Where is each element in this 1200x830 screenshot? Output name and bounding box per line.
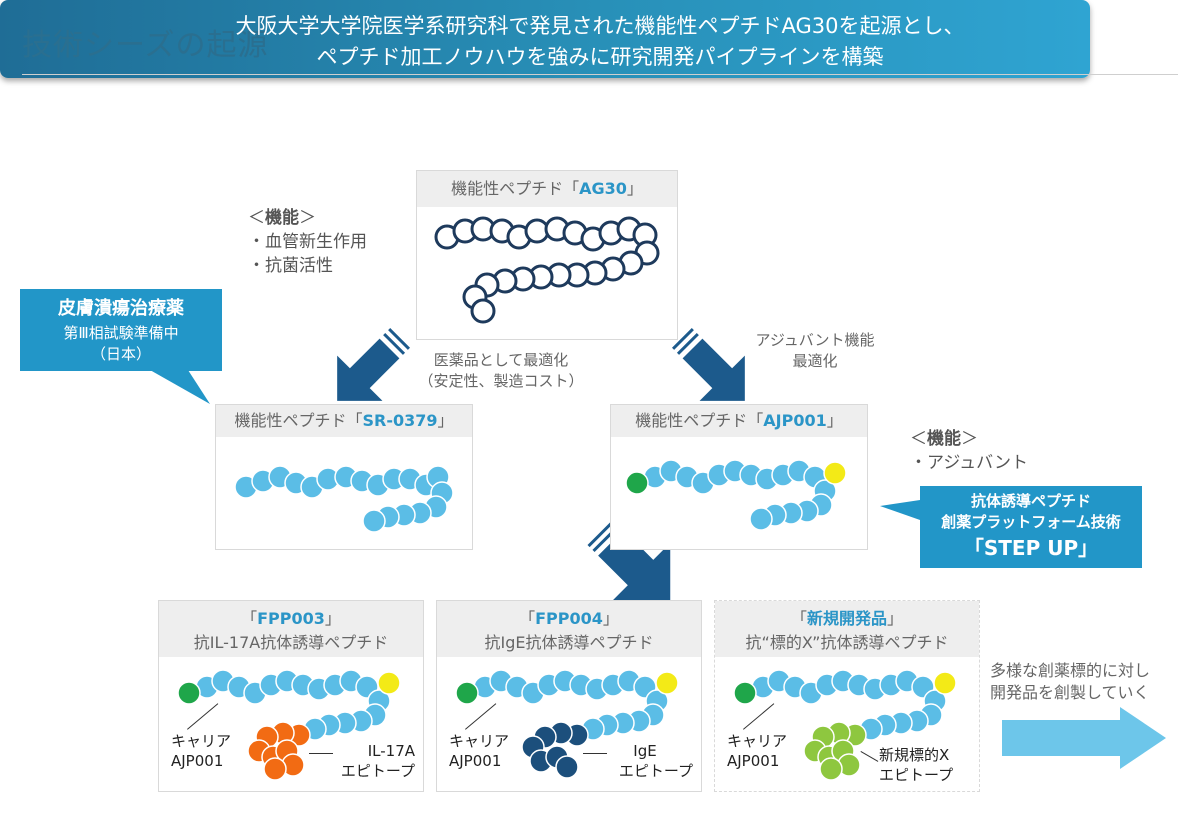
- ajp001-card: 機能性ペプチド「AJP001」: [610, 404, 868, 550]
- page-title: 技術シーズの起源: [22, 28, 269, 63]
- epitope-label: IgE エピトープ: [597, 741, 693, 781]
- skin-ulcer-callout: 皮膚潰瘍治療薬 第Ⅲ相試験準備中 （日本）: [20, 289, 222, 371]
- product-card-new: 「新規開発品」 抗“標的X”抗体誘導ペプチド キャリア AJP001 新規標的X…: [714, 600, 980, 792]
- left-arrow-label-line-2: （安定性、製造コスト）: [418, 372, 584, 390]
- product-suffix: 」: [324, 609, 341, 628]
- sr0379-peptide-illustration: [234, 465, 454, 533]
- ag30-peptide-illustration: [434, 216, 660, 324]
- product-prefix: 「: [790, 609, 807, 628]
- ajp001-card-header: 機能性ペプチド「AJP001」: [611, 405, 867, 437]
- skin-callout-line-3: （日本）: [90, 345, 151, 363]
- ag30-name: AG30: [579, 179, 627, 198]
- product-subtitle: 抗IL-17A抗体誘導ペプチド: [193, 633, 389, 652]
- carrier-label-line-2: AJP001: [727, 752, 780, 770]
- product-card-fpp003: 「FPP003」 抗IL-17A抗体誘導ペプチド キャリア AJP001 IL-…: [158, 600, 424, 792]
- product-card-header: 「FPP003」 抗IL-17A抗体誘導ペプチド: [159, 601, 423, 657]
- left-arrow-label: 医薬品として最適化 （安定性、製造コスト）: [402, 350, 600, 392]
- title-divider: [22, 74, 1178, 75]
- epitope-label-line-1: IL-17A: [367, 742, 415, 760]
- ajp001-function-item: ・アジュバント: [910, 453, 1028, 473]
- product-subtitle: 抗IgE抗体誘導ペプチド: [484, 633, 654, 652]
- summary-banner: 大阪大学大学院医学系研究科で発見された機能性ペプチドAG30を起源とし、 ペプチ…: [0, 0, 1090, 78]
- carrier-label-line-1: キャリア: [727, 732, 788, 750]
- epitope-label-line-2: エピトープ: [618, 762, 693, 780]
- right-arrow-label-line-2: 最適化: [792, 352, 838, 370]
- ajp001-function-list: ＜機能＞ ・アジュバント: [910, 427, 1028, 475]
- carrier-label: キャリア AJP001: [449, 731, 509, 771]
- sr0379-prefix: 機能性ペプチド「: [234, 411, 363, 430]
- new-peptide-illustration: [733, 669, 957, 781]
- product-suffix: 」: [887, 609, 904, 628]
- epitope-label-line-2: エピトープ: [340, 762, 415, 780]
- step-up-callout: 抗体誘導ペプチド 創薬プラットフォーム技術 「STEP UP」: [920, 486, 1142, 568]
- ajp001-name: AJP001: [763, 411, 827, 430]
- future-pipeline-text: 多様な創薬標的に対し 開発品を創製していく: [990, 660, 1150, 704]
- ag30-suffix: 」: [626, 179, 643, 198]
- product-card-header: 「新規開発品」 抗“標的X”抗体誘導ペプチド: [715, 601, 979, 657]
- future-text-line-2: 開発品を創製していく: [990, 683, 1150, 702]
- ag30-function-heading: ＜機能＞: [248, 208, 316, 228]
- ag30-prefix: 機能性ペプチド「: [451, 179, 580, 198]
- step-up-line-3: 「STEP UP」: [963, 536, 1099, 560]
- skin-callout-title: 皮膚潰瘍治療薬: [58, 298, 184, 319]
- ag30-card: 機能性ペプチド「AG30」: [416, 170, 678, 340]
- product-card-fpp004: 「FPP004」 抗IgE抗体誘導ペプチド キャリア AJP001 IgE エピ…: [436, 600, 702, 792]
- step-up-line-1: 抗体誘導ペプチド: [970, 492, 1091, 510]
- carrier-label-line-2: AJP001: [171, 752, 224, 770]
- product-name: FPP004: [535, 609, 603, 628]
- product-card-header: 「FPP004」 抗IgE抗体誘導ペプチド: [437, 601, 701, 657]
- product-name: FPP003: [257, 609, 325, 628]
- ag30-function-list: ＜機能＞ ・血管新生作用 ・抗菌活性: [248, 206, 367, 278]
- product-subtitle: 抗“標的X”抗体誘導ペプチド: [745, 633, 949, 652]
- epitope-label-line-1: IgE: [633, 742, 657, 760]
- product-prefix: 「: [241, 609, 258, 628]
- right-arrow-label-line-1: アジュバント機能: [755, 331, 875, 349]
- product-prefix: 「: [519, 609, 536, 628]
- arrow-to-sr0379: [337, 327, 411, 401]
- epitope-label-line-1: 新規標的X: [879, 746, 950, 764]
- carrier-label-line-1: キャリア: [449, 732, 510, 750]
- banner-line-1: 大阪大学大学院医学系研究科で発見された機能性ペプチドAG30を起源とし、: [235, 14, 965, 38]
- carrier-label: キャリア AJP001: [171, 731, 231, 771]
- fpp004-peptide-illustration: [455, 669, 679, 779]
- future-arrow: [1002, 707, 1166, 769]
- epitope-leader-line: [583, 753, 607, 754]
- carrier-label-line-2: AJP001: [449, 752, 502, 770]
- future-text-line-1: 多様な創薬標的に対し: [990, 661, 1151, 680]
- product-suffix: 」: [602, 609, 619, 628]
- skin-callout-line-2: 第Ⅲ相試験準備中: [63, 324, 179, 342]
- epitope-label-line-2: エピトープ: [879, 766, 954, 784]
- ag30-card-header: 機能性ペプチド「AG30」: [417, 171, 677, 207]
- epitope-label: 新規標的X エピトープ: [879, 745, 953, 785]
- epitope-label: IL-17A エピトープ: [319, 741, 415, 781]
- arrow-to-ajp001: [671, 327, 745, 401]
- ag30-function-item-2: ・抗菌活性: [248, 256, 333, 276]
- sr0379-suffix: 」: [437, 411, 454, 430]
- epitope-leader-line: [309, 753, 333, 754]
- ag30-function-item-1: ・血管新生作用: [248, 232, 367, 252]
- product-name: 新規開発品: [806, 609, 887, 628]
- step-up-line-2: 創薬プラットフォーム技術: [941, 513, 1121, 531]
- right-arrow-label: アジュバント機能 最適化: [740, 330, 890, 372]
- ajp001-peptide-illustration: [625, 459, 847, 531]
- ajp001-function-heading: ＜機能＞: [910, 429, 978, 449]
- sr0379-name: SR-0379: [362, 411, 438, 430]
- sr0379-card-header: 機能性ペプチド「SR-0379」: [216, 405, 472, 437]
- banner-line-2: ペプチド加工ノウハウを強みに研究開発パイプラインを構築: [316, 45, 884, 69]
- left-arrow-label-line-1: 医薬品として最適化: [433, 351, 569, 369]
- fpp003-peptide-illustration: [177, 669, 401, 781]
- ajp001-prefix: 機能性ペプチド「: [635, 411, 764, 430]
- ajp001-suffix: 」: [826, 411, 843, 430]
- sr0379-card: 機能性ペプチド「SR-0379」: [215, 404, 473, 550]
- carrier-label: キャリア AJP001: [727, 731, 787, 771]
- carrier-label-line-1: キャリア: [171, 732, 232, 750]
